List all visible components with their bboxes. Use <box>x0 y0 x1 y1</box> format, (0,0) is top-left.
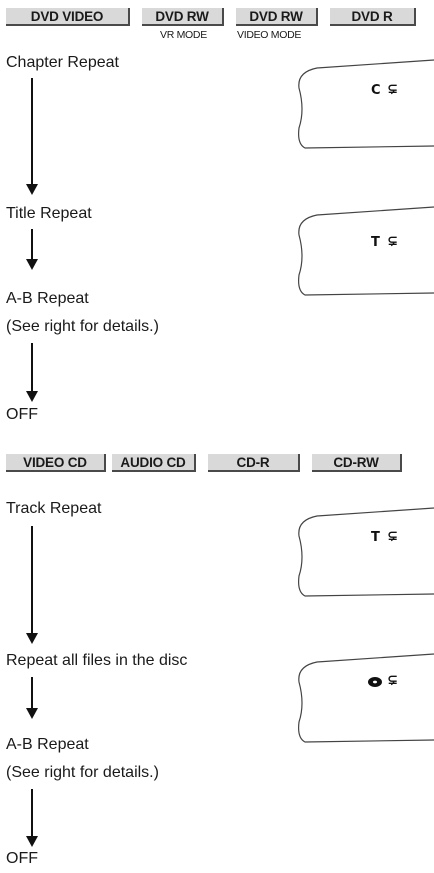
arrow-down-icon <box>26 526 38 644</box>
arrow-down-icon <box>26 78 38 195</box>
display-panel: T ⊊ <box>295 205 434 297</box>
step-off: OFF <box>6 406 38 423</box>
step-repeat-all-files: Repeat all files in the disc <box>6 652 188 669</box>
step-ab-repeat: A-B Repeat <box>6 290 89 307</box>
display-letter: C <box>371 83 381 98</box>
step-chapter-repeat: Chapter Repeat <box>6 54 119 71</box>
badge-video-cd: VIDEO CD <box>6 454 106 472</box>
badge-sublabel-video-mode: VIDEO MODE <box>237 29 302 41</box>
arrow-down-icon <box>26 229 38 270</box>
repeat-icon: ⊊ <box>387 529 398 544</box>
badge-cd-rw: CD-RW <box>312 454 402 472</box>
badge-sublabel-vr-mode: VR MODE <box>160 29 207 41</box>
step-ab-details-note: (See right for details.) <box>6 318 159 335</box>
badge-dvd-rw-vr: DVD RW <box>142 8 224 26</box>
arrow-down-icon <box>26 789 38 847</box>
repeat-icon: ⊊ <box>387 234 398 249</box>
repeat-icon: ⊊ <box>387 82 398 97</box>
display-panel: ⊊ <box>295 652 434 744</box>
badge-cd-r: CD-R <box>208 454 300 472</box>
display-panel: C ⊊ <box>295 58 434 150</box>
step-off: OFF <box>6 850 38 867</box>
repeat-icon: ⊊ <box>387 673 398 688</box>
badge-dvd-r: DVD R <box>330 8 416 26</box>
badge-dvd-video: DVD VIDEO <box>6 8 130 26</box>
display-letter: T <box>371 530 380 545</box>
step-track-repeat: Track Repeat <box>6 500 102 517</box>
arrow-down-icon <box>26 343 38 402</box>
display-letter: T <box>371 235 380 250</box>
badge-audio-cd: AUDIO CD <box>112 454 196 472</box>
badge-dvd-rw-video: DVD RW <box>236 8 318 26</box>
disc-icon <box>368 677 382 687</box>
step-ab-details-note: (See right for details.) <box>6 764 159 781</box>
arrow-down-icon <box>26 677 38 719</box>
display-panel: T ⊊ <box>295 506 434 598</box>
step-ab-repeat: A-B Repeat <box>6 736 89 753</box>
step-title-repeat: Title Repeat <box>6 205 92 222</box>
